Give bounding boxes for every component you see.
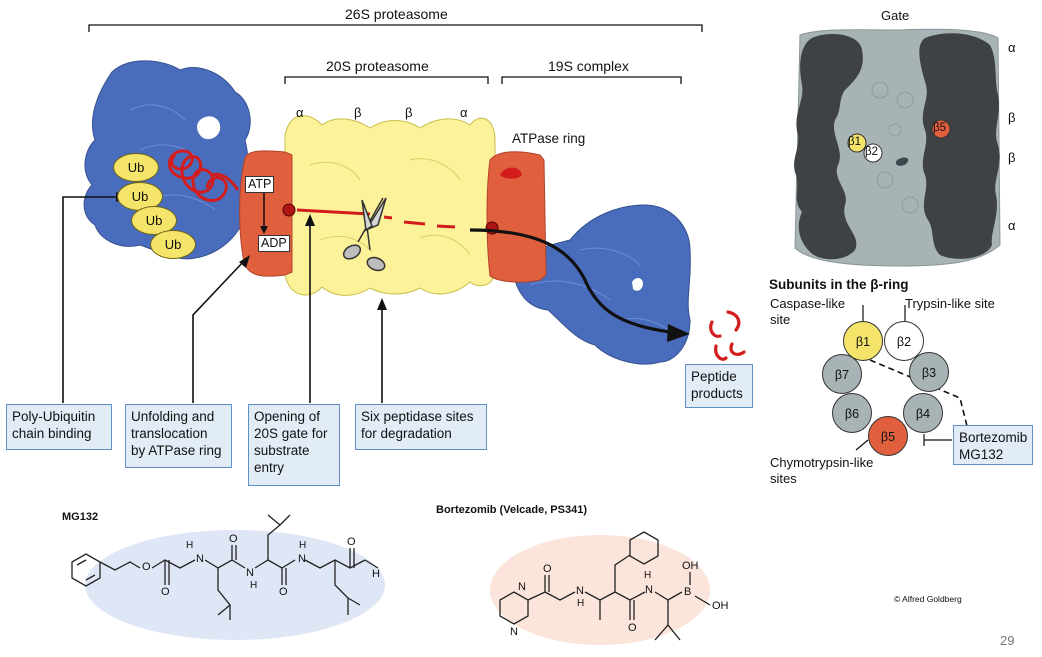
- bortezomib-atom-8: O: [628, 622, 637, 634]
- left-cap-hole: [197, 116, 221, 140]
- subunit-b6: β6: [832, 393, 872, 433]
- gate-panel: [794, 28, 1001, 267]
- gate-side-letter-4: α: [1008, 218, 1016, 233]
- mg132-atom-11: O: [347, 536, 356, 548]
- ring-letter-1: α: [296, 105, 304, 120]
- mg132-atom-3: H: [186, 540, 194, 551]
- mg132-atom-4: N: [196, 553, 204, 565]
- gate-title: Gate: [881, 8, 910, 23]
- inhibitor-dashed-line: [869, 359, 969, 431]
- ubiquitin-1: Ub: [113, 153, 159, 182]
- callout-poly-ubiquitin: Poly-Ubiquitin chain binding: [6, 404, 112, 450]
- gate-side-letter-1: α: [1008, 40, 1016, 55]
- inhibitor-box: Bortezomib MG132: [953, 425, 1033, 465]
- callout-peptide-products: Peptide products: [685, 364, 753, 408]
- subunit-b7: β7: [822, 354, 862, 394]
- translocation-arrowhead: [667, 324, 690, 342]
- subunit-b1: β1: [843, 321, 883, 361]
- subunit-b5: β5: [868, 416, 908, 456]
- bracket-26s: [88, 24, 703, 32]
- core-bulges: [309, 158, 471, 256]
- gate-side-letter-3: β: [1008, 150, 1016, 165]
- bortezomib-atom-6: H: [644, 570, 652, 581]
- gate-b2: β2: [865, 146, 879, 158]
- atpase-ring-right: [486, 151, 547, 283]
- label-26s-proteasome: 26S proteasome: [345, 6, 448, 22]
- gate-wall-left: [794, 34, 863, 260]
- mg132-atom-5: O: [229, 533, 238, 545]
- gate-b5: β5: [933, 122, 947, 134]
- substrate-thread: [296, 208, 456, 229]
- bortezomib-atom-7: N: [645, 584, 653, 596]
- ring-letter-2: β: [354, 105, 362, 120]
- atp-label: ATP: [245, 176, 275, 193]
- gate-side-letter-2: β: [1008, 110, 1016, 125]
- bracket-19s: [501, 76, 682, 84]
- label-atpase-ring: ATPase ring: [512, 131, 586, 146]
- mg132-atom-10: O: [279, 586, 288, 598]
- left-19s-cap: [83, 60, 251, 260]
- ring-letter-3: β: [405, 105, 413, 120]
- bortezomib-atom-2: N: [510, 626, 518, 638]
- callout-unfolding: Unfolding and translocation by ATPase ri…: [125, 404, 232, 468]
- trypsin-label: Trypsin-like site: [905, 296, 995, 311]
- bortezomib-glow: [490, 535, 710, 645]
- peptide-fragments-icon: [709, 310, 746, 361]
- mg132-atom-12: H: [372, 568, 380, 580]
- caspase-label: Caspase-like site: [770, 296, 846, 327]
- mg132-atom-1: O: [142, 561, 151, 573]
- mg132-atom-9: N: [298, 553, 306, 565]
- scissors-icon: [342, 197, 387, 272]
- subunit-b3: β3: [909, 352, 949, 392]
- bortezomib-atom-10: OH: [682, 560, 699, 572]
- page-number: 29: [1000, 633, 1015, 648]
- bortezomib-atom-4: N: [576, 585, 584, 597]
- label-19s-complex: 19S complex: [548, 58, 629, 74]
- mg132-atom-2: O: [161, 586, 170, 598]
- mg132-atom-7: H: [250, 580, 258, 591]
- gate-b1: β1: [848, 136, 862, 148]
- bortezomib-atom-3: O: [543, 563, 552, 575]
- right-19s-cap: [511, 204, 691, 365]
- callout-leaders: [62, 196, 383, 403]
- bracket-20s: [284, 76, 489, 84]
- bortezomib-structure: [499, 531, 711, 641]
- mg132-atom-8: H: [299, 540, 307, 551]
- gate-wall-right: [919, 33, 1000, 259]
- atpase-top-bump: [500, 167, 522, 179]
- adp-label: ADP: [258, 235, 290, 252]
- credit-text: © Alfred Goldberg: [894, 594, 962, 604]
- bortezomib-atom-5: H: [577, 598, 585, 609]
- bortezomib-atom-1: N: [518, 581, 526, 593]
- mg132-structure: [71, 514, 379, 620]
- subunit-b4: β4: [903, 393, 943, 433]
- callout-six-sites: Six peptidase sites for degradation: [355, 404, 487, 450]
- bortezomib-atom-11: OH: [712, 600, 729, 612]
- label-20s-proteasome: 20S proteasome: [326, 58, 429, 74]
- right-cap-hole: [632, 277, 643, 291]
- bortezomib-title: Bortezomib (Velcade, PS341): [436, 504, 587, 516]
- atp-adp-arrowhead: [260, 226, 268, 234]
- polypeptide-squiggle: [168, 149, 240, 202]
- mg132-title: MG132: [62, 511, 99, 523]
- chymotrypsin-label: Chymotrypsin-like sites: [770, 455, 874, 486]
- ubiquitin-4: Ub: [150, 230, 196, 259]
- core-20s: [284, 115, 496, 296]
- bortezomib-atom-9: B: [684, 586, 692, 598]
- mg132-atom-6: N: [246, 567, 254, 579]
- gate-plug-left: [282, 203, 296, 217]
- translocation-arrow-line: [469, 228, 671, 334]
- ring-letter-4: α: [460, 105, 468, 120]
- mg132-glow: [85, 530, 385, 640]
- subunits-title: Subunits in the β-ring: [769, 277, 909, 292]
- callout-opening-gate: Opening of 20S gate for substrate entry: [248, 404, 340, 486]
